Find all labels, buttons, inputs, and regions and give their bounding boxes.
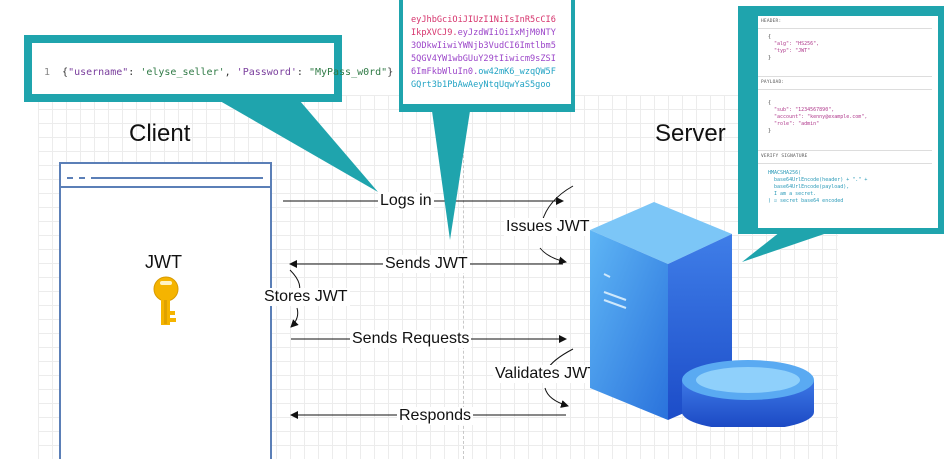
center-divider bbox=[463, 95, 464, 459]
decoded-token: HEADER: { "alg": "HS256", "typ": "JWT"} … bbox=[758, 16, 932, 226]
decoded-header: { "alg": "HS256", "typ": "JWT"} bbox=[768, 34, 820, 61]
server-icon bbox=[590, 202, 814, 427]
flow-responds: Responds bbox=[397, 407, 474, 425]
flow-validates-jwt: Validates JWT bbox=[493, 365, 599, 383]
credentials-json: 1{"username": 'elyse_seller', 'Password'… bbox=[44, 67, 394, 78]
client-label: Client bbox=[129, 120, 191, 147]
key-icon bbox=[153, 276, 179, 325]
flow-stores-jwt: Stores JWT bbox=[262, 288, 350, 306]
flow-issues-jwt: Issues JWT bbox=[504, 218, 592, 236]
decoded-signature: HMACSHA256( base64UrlEncode(header) + ".… bbox=[768, 170, 868, 204]
server-label: Server bbox=[655, 120, 726, 147]
flow-logs-in: Logs in bbox=[378, 192, 434, 210]
flow-sends-requests: Sends Requests bbox=[350, 330, 472, 348]
decoded-callout: HEADER: { "alg": "HS256", "typ": "JWT"} … bbox=[738, 6, 944, 234]
jwt-label: JWT bbox=[145, 252, 182, 272]
flow-sends-jwt: Sends JWT bbox=[383, 255, 470, 273]
token-callout: eyJhbGciOiJIUzI1NiIsInR5cCI6IkpXVCJ9.eyJ… bbox=[399, 0, 575, 112]
credentials-callout: 1{"username": 'elyse_seller', 'Password'… bbox=[24, 35, 393, 102]
encoded-token: eyJhbGciOiJIUzI1NiIsInR5cCI6IkpXVCJ9.eyJ… bbox=[411, 15, 556, 90]
decoded-payload: { "sub": "1234567890", "account": "kenny… bbox=[768, 100, 868, 134]
